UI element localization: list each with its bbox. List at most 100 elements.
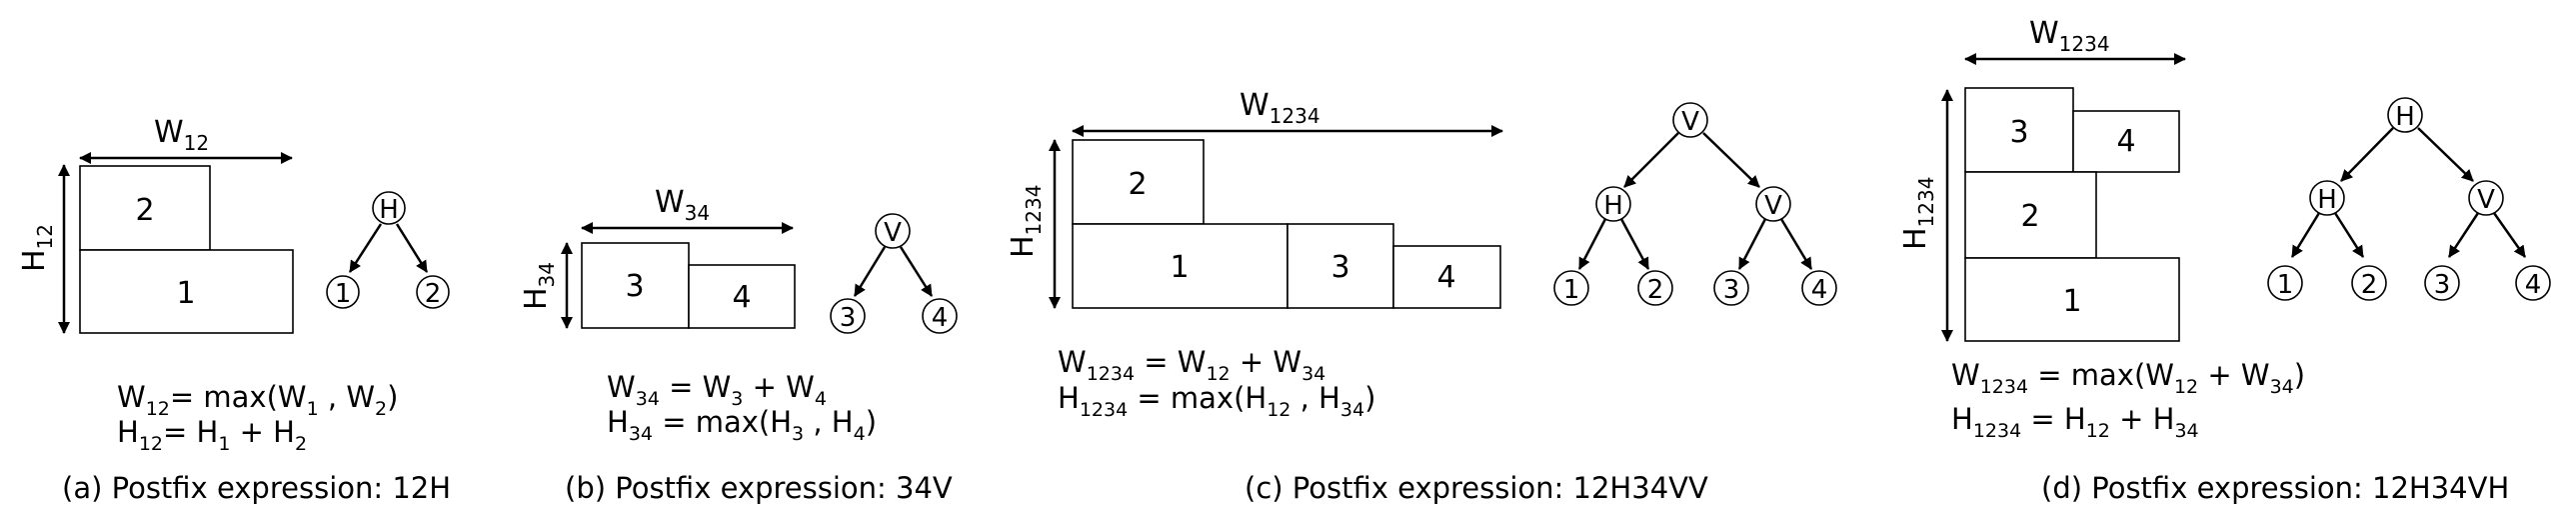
formula-height: H34 = max(H3 , H4) <box>607 405 877 445</box>
block-3 <box>581 242 690 329</box>
block-3-label: 3 <box>2009 115 2028 150</box>
formula-part: 34 <box>1340 399 1364 421</box>
formula-part: 3 <box>731 388 743 410</box>
svg-text:2: 2 <box>1647 275 1664 305</box>
block-2-label: 2 <box>2020 199 2039 234</box>
formula-part: 12 <box>2174 376 2198 398</box>
formula-part: ) <box>866 405 877 439</box>
formula-part: 34 <box>1301 363 1325 385</box>
block-1 <box>1072 223 1288 309</box>
formula-part: H <box>1058 381 1080 415</box>
tree-leaf-1 <box>1553 270 1589 306</box>
formula-part: ) <box>2294 358 2305 392</box>
svg-text:V: V <box>2477 185 2495 215</box>
svg-text:1: 1 <box>1563 275 1580 305</box>
block-3 <box>1964 87 2074 173</box>
formula-part: = max(W <box>170 380 307 414</box>
formula-width: W34 = W3 + W4 <box>607 370 827 410</box>
block-4 <box>1392 245 1501 309</box>
slicing-tree: H H V 1 2 3 4 <box>2267 97 2551 301</box>
block-4-label: 4 <box>1436 260 1455 295</box>
formula-part: = H <box>163 415 218 449</box>
tree-node-left <box>2309 180 2345 216</box>
formula-part: 2 <box>375 398 387 420</box>
panel-caption: (a) Postfix expression: 12H <box>62 471 451 505</box>
formula-part: 1 <box>218 433 230 455</box>
formula-part: 3 <box>792 423 804 445</box>
tree-leaf-3 <box>1713 270 1749 306</box>
formula-part: = max(H <box>653 405 792 439</box>
height-label: H34 <box>519 262 559 310</box>
formula-part: + W <box>2198 358 2269 392</box>
height-label: H12 <box>17 224 57 272</box>
svg-text:1: 1 <box>2277 270 2294 300</box>
formula-part: 34 <box>2174 420 2198 442</box>
svg-text:H: H <box>379 195 399 225</box>
block-4-label: 4 <box>732 280 751 315</box>
svg-text:V: V <box>1681 107 1699 137</box>
height-label: H1234 <box>1006 185 1046 258</box>
block-4 <box>688 264 796 329</box>
svg-text:H: H <box>1603 191 1623 221</box>
block-1-label: 1 <box>1170 250 1189 285</box>
formula-part: = max(W <box>2028 358 2174 392</box>
formula-part: W <box>607 370 636 404</box>
tree-leaf-2 <box>1637 270 1673 306</box>
formula-part: , W <box>319 380 375 414</box>
formula-width: W1234 = W12 + W34 <box>1058 345 1325 385</box>
formula-part: ) <box>1364 381 1375 415</box>
formula-part: W <box>117 380 146 414</box>
formula-part: H <box>607 405 629 439</box>
tree-node-root <box>1672 102 1708 138</box>
tree-node-right <box>1755 186 1791 222</box>
width-label: W1234 <box>2029 16 2110 56</box>
tree-leaf-4 <box>2515 265 2551 301</box>
svg-text:3: 3 <box>840 303 857 333</box>
formula-part: 1234 <box>1087 363 1135 385</box>
panel-c: W1234 H1234 2 1 3 4 V H V 1 <box>1006 88 1837 505</box>
formula-width: W12= max(W1 , W2) <box>117 380 398 420</box>
formula-part: = max(H <box>1128 381 1267 415</box>
block-1 <box>1964 257 2180 342</box>
svg-text:4: 4 <box>2525 270 2542 300</box>
formula-part: = H <box>2021 402 2086 436</box>
block-4-label: 4 <box>2116 124 2135 159</box>
svg-text:3: 3 <box>2434 270 2451 300</box>
formula-part: = W <box>1135 345 1206 379</box>
tree-leaf-2 <box>416 275 450 309</box>
panel-d: W1234 H1234 3 4 2 1 H H V 1 <box>1898 16 2551 505</box>
formula-part: 2 <box>295 433 307 455</box>
tree-leaf-1 <box>326 275 360 309</box>
svg-text:3: 3 <box>1723 275 1740 305</box>
formula-part: 12 <box>146 398 170 420</box>
tree-node-root <box>372 191 406 225</box>
formula-height: H12= H1 + H2 <box>117 415 307 455</box>
block-1-label: 1 <box>2062 284 2081 319</box>
formula-height: H1234 = max(H12 , H34) <box>1058 381 1375 421</box>
svg-text:V: V <box>1764 191 1782 221</box>
formula-part: + W <box>1231 345 1301 379</box>
block-3-label: 3 <box>625 269 644 304</box>
formula-part: 34 <box>629 423 653 445</box>
height-label: H1234 <box>1898 177 1938 250</box>
formula-part: 34 <box>2270 376 2294 398</box>
block-2 <box>1072 139 1205 225</box>
tree-node-root <box>875 213 911 249</box>
tree-node-left <box>1595 186 1631 222</box>
formula-part: 1234 <box>1973 420 2021 442</box>
formula-part: ) <box>387 380 398 414</box>
slicing-tree: H 1 2 <box>326 191 450 309</box>
formula-part: W <box>1058 345 1087 379</box>
formula-part: 34 <box>636 388 660 410</box>
formula-part: 12 <box>1267 399 1290 421</box>
formula-part: H <box>117 415 139 449</box>
slicing-tree: V 3 4 <box>830 213 958 334</box>
svg-text:V: V <box>884 218 902 248</box>
svg-text:4: 4 <box>1811 275 1828 305</box>
block-2-label: 2 <box>135 193 154 228</box>
formula-part: 4 <box>815 388 827 410</box>
formula-part: 12 <box>1206 363 1230 385</box>
svg-text:2: 2 <box>2361 270 2378 300</box>
formula-part: + H <box>230 415 295 449</box>
